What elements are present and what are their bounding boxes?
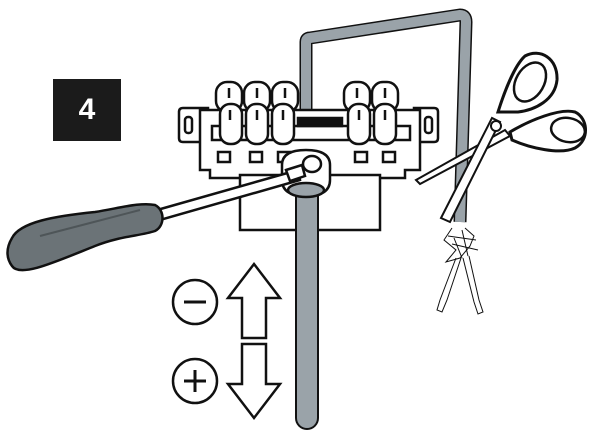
looped-cable [299, 8, 473, 223]
terminal-block-icon [177, 80, 440, 232]
stripped-wire-end [436, 227, 484, 315]
scissors-icon [414, 51, 587, 224]
cable-clamp [280, 148, 332, 199]
arrow-up-icon [225, 261, 283, 340]
screwdriver-icon [6, 163, 307, 272]
arrow-down-icon [225, 342, 283, 421]
step-number: 4 [78, 93, 96, 126]
plus-circle-icon [171, 357, 219, 405]
step-badge: 4 [53, 79, 121, 141]
minus-circle-icon [171, 278, 219, 326]
